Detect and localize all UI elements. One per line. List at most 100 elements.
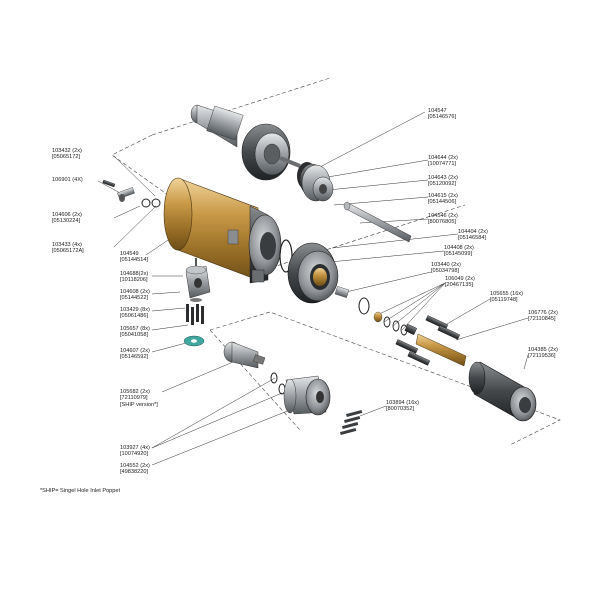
- callout-104408: 104408 (2x) [05145099]: [444, 245, 474, 258]
- reference-number: [05120092]: [428, 181, 456, 188]
- assembly-guide-upper: [111, 77, 466, 269]
- screws-105655: [395, 315, 461, 366]
- callout-104688: 104688(2x) [10118206]: [120, 271, 148, 284]
- o-rings-103927: [270, 372, 286, 395]
- callout-105682: 105682 (2x) [72110979] [SHIP version*]: [120, 389, 158, 408]
- part-number: 104608 (2x): [120, 289, 150, 295]
- reference-number: [05061486]: [120, 313, 148, 320]
- reference-number: [80076805]: [428, 219, 456, 226]
- callout-104404: 104404 (2x) [05146584]: [458, 229, 488, 242]
- callout-105655: 105655 (16x) [05119748]: [490, 291, 523, 304]
- part-number: 106901 (4X): [52, 177, 83, 183]
- callout-104546: 104546 (2x) [80076805]: [428, 213, 458, 226]
- part-number: 104644 (2x): [428, 155, 458, 161]
- reference-number: [72119536]: [528, 353, 556, 360]
- callout-104615: 104615 (2x) [05144506]: [428, 193, 458, 206]
- part-number: 104404 (2x): [458, 229, 488, 235]
- block-104608: [185, 265, 211, 299]
- callout-104552: 104552 (2x) [49838220]: [120, 463, 150, 476]
- callout-103440: 103440 (2x) [05034798]: [431, 262, 461, 275]
- part-number: 104552 (2x): [120, 463, 150, 469]
- poppet-pin-103440: [334, 286, 370, 315]
- callout-104607: 104607 (2x) [05146592]: [120, 348, 150, 361]
- reference-number: [05144514]: [120, 257, 148, 264]
- valve-body-106776: [415, 333, 467, 367]
- reference-number: [72110845]: [528, 316, 556, 323]
- callout-104606: 104606 (2x) [05130224]: [52, 212, 82, 225]
- cylinder-104385: [468, 361, 537, 422]
- end-cap-104408: [287, 242, 339, 304]
- footnote: *SHIP= Singel Hole Inlet Poppet: [40, 488, 121, 494]
- part-number: 103429 (8x): [120, 307, 150, 313]
- reference-number: [49838220]: [120, 469, 148, 476]
- reference-number: [05144522]: [120, 295, 148, 302]
- top-shaft-assembly: [190, 104, 334, 202]
- reference-number: [05065172A]: [52, 248, 84, 255]
- callout-105657: 105657 (8x) [05041058]: [120, 326, 150, 339]
- part-number: 103432 (2x): [52, 148, 82, 154]
- callout-104644: 104644 (2x) [10074771]: [428, 155, 458, 168]
- part-number: 103894 (16x): [386, 400, 419, 406]
- part-number: 106776 (2x): [528, 310, 558, 316]
- callout-106901: 106901 (4X): [52, 177, 83, 183]
- fitting-106049: [373, 311, 408, 336]
- part-number: 105682 (2x): [120, 389, 150, 395]
- reference-number: [05146576]: [428, 114, 456, 121]
- reference-number: [05119748]: [490, 297, 518, 304]
- part-number: 104643 (2x): [428, 175, 458, 181]
- callout-104547: 104547 [05146576]: [428, 108, 456, 121]
- callout-103894: 103894 (16x) [80070352]: [386, 400, 419, 413]
- reference-number: [05065172]: [52, 154, 80, 161]
- set-screws-103894: [340, 409, 363, 436]
- part-number: 103433 (4x): [52, 242, 82, 248]
- brass-cylinder-104549: [163, 177, 282, 284]
- reference-number: [05130224]: [52, 218, 80, 225]
- callout-103927: 103927 (4x) [10074920]: [120, 445, 150, 458]
- poppet-105682: [223, 341, 266, 369]
- reference-number: [05144506]: [428, 199, 456, 206]
- reference-number: [05034798]: [431, 268, 459, 275]
- reference-number: [05146592]: [120, 354, 148, 361]
- reference-number: [80070352]: [386, 406, 414, 413]
- reference-number: [05146584]: [458, 235, 486, 242]
- part-number: 103927 (4x): [120, 445, 150, 451]
- screws-103429: [186, 304, 204, 325]
- reference-number: [10074920]: [120, 451, 148, 458]
- reference-number: [05145099]: [444, 251, 472, 258]
- part-number: 103440 (2x): [431, 262, 461, 268]
- part-number: 105655 (16x): [490, 291, 523, 297]
- leader-lines: [97, 111, 529, 466]
- reference-number: [10118206]: [120, 277, 148, 284]
- callout-103429: 103429 (8x) [05061486]: [120, 307, 150, 320]
- callout-104608: 104608 (2x) [05144522]: [120, 289, 150, 302]
- o-ring-small-103432: [141, 198, 161, 208]
- version-note: [SHIP version*]: [120, 401, 158, 408]
- part-number: 104607 (2x): [120, 348, 150, 354]
- washers-105657: [190, 298, 202, 302]
- part-number: 106049 (2x): [445, 276, 475, 282]
- part-number: 104546 (2x): [428, 213, 458, 219]
- callout-106776: 106776 (2x) [72110845]: [528, 310, 558, 323]
- gasket-104607: [183, 335, 205, 347]
- callout-103432: 103432 (2x) [05065172]: [52, 148, 82, 161]
- part-number: 104549: [120, 251, 139, 257]
- callout-104643: 104643 (2x) [05120092]: [428, 175, 458, 188]
- callout-104549: 104549 [05144514]: [120, 251, 148, 264]
- callout-104385: 104385 (2x) [72119536]: [528, 347, 558, 360]
- housing-104552: [283, 375, 331, 416]
- callout-106049: 106049 (2x) [20467135]: [445, 276, 475, 289]
- fitting-104606: [117, 187, 135, 202]
- part-number: 105657 (8x): [120, 326, 150, 332]
- part-number: 104408 (2x): [444, 245, 474, 251]
- reference-number: [05041058]: [120, 332, 148, 339]
- part-number: 104615 (2x): [428, 193, 458, 199]
- callout-103433: 103433 (4x) [05065172A]: [52, 242, 84, 255]
- part-number: 104688(2x): [120, 271, 149, 277]
- part-number: 104385 (2x): [528, 347, 558, 353]
- reference-number: [20467135]: [445, 282, 473, 289]
- part-number: 104547: [428, 108, 447, 114]
- rod-part-104546: [343, 201, 412, 243]
- part-number: 104606 (2x): [52, 212, 82, 218]
- reference-number: [72110979]: [120, 395, 148, 402]
